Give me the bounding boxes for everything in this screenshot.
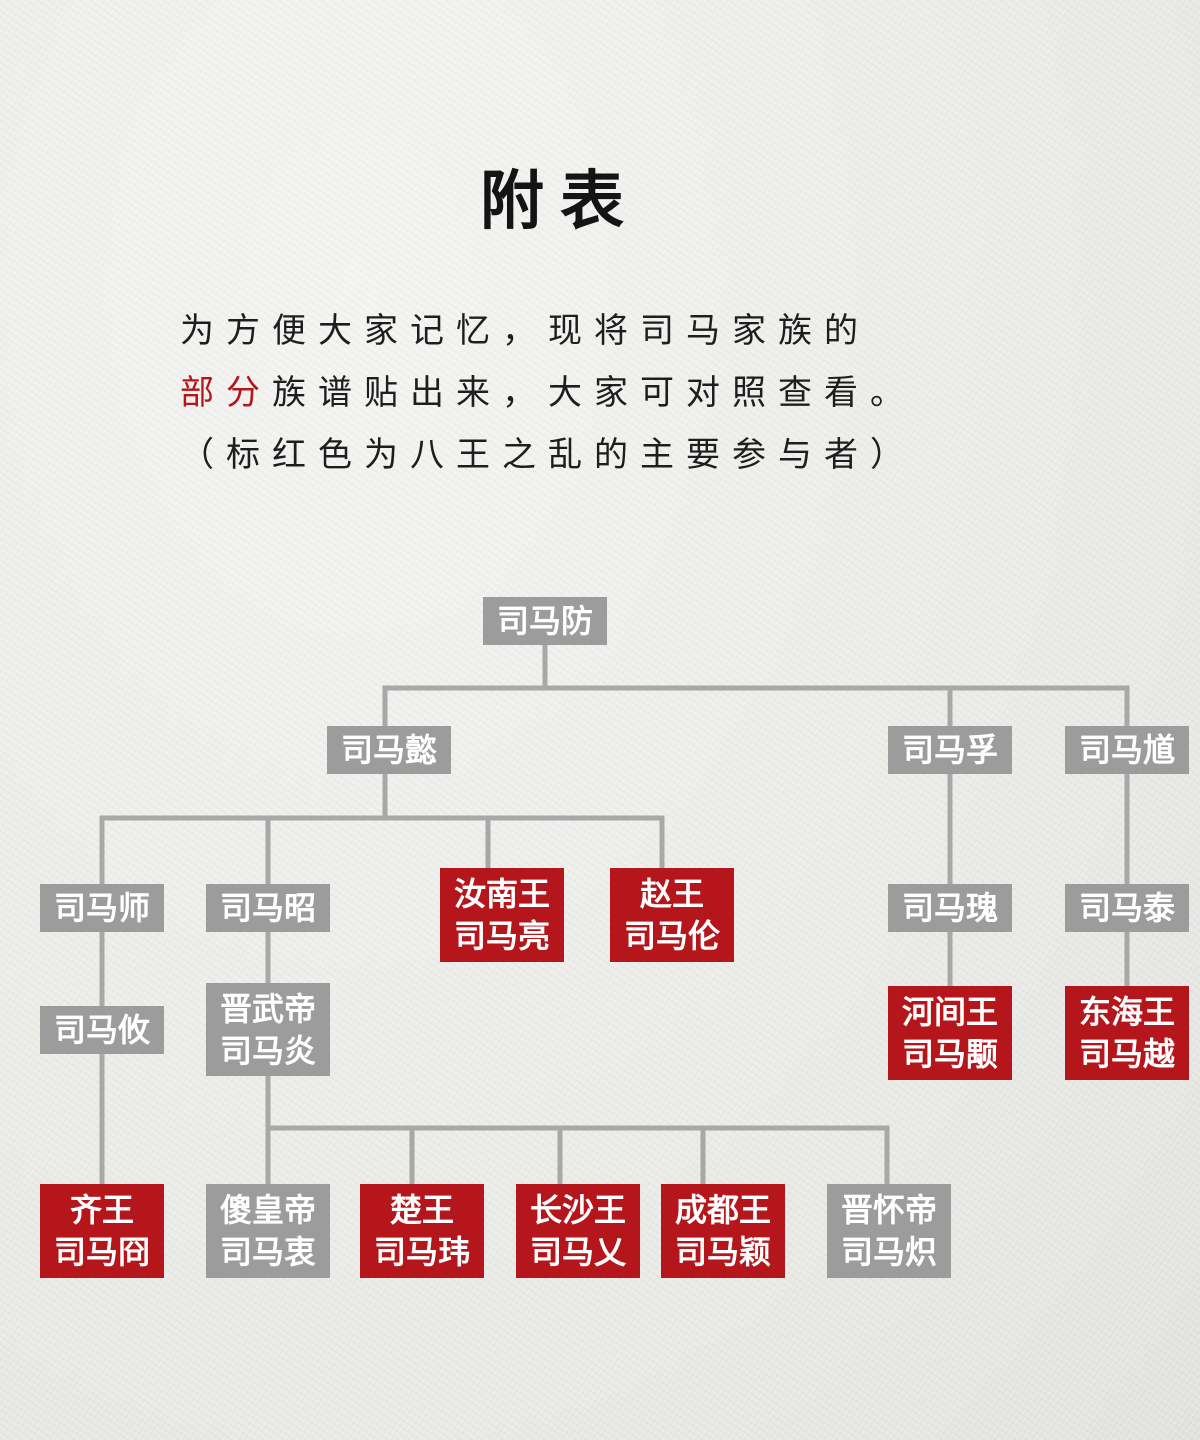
node-name: 司马颙	[901, 1035, 998, 1073]
node-sima-jiong: 齐王 司马冏	[40, 1184, 164, 1278]
intro-highlight-word: 部分	[180, 373, 272, 413]
node-title: 晋怀帝	[840, 1191, 937, 1229]
node-sima-kui: 司马馗	[1065, 726, 1189, 774]
node-title: 成都王	[674, 1191, 771, 1229]
node-sima-ying: 成都王 司马颖	[661, 1184, 785, 1278]
node-sima-chi: 晋怀帝 司马炽	[827, 1184, 951, 1278]
node-name: 司马孚	[901, 731, 998, 769]
node-name: 司马馗	[1078, 731, 1175, 769]
intro-line-1: 为方便大家记忆，现将司马家族的	[180, 311, 870, 351]
node-name: 司马冏	[53, 1233, 150, 1271]
node-title: 长沙王	[529, 1191, 626, 1229]
page-title: 附表	[480, 164, 640, 239]
node-title: 东海王	[1078, 993, 1175, 1031]
node-sima-wei: 楚王 司马玮	[360, 1184, 484, 1278]
intro-line-3: （标红色为八王之乱的主要参与者）	[180, 435, 916, 475]
node-sima-zhong: 傻皇帝 司马衷	[206, 1184, 330, 1278]
intro-line-2-rest: 族谱贴出来，大家可对照查看。	[272, 373, 916, 413]
intro-line-2: 部分族谱贴出来，大家可对照查看。	[180, 362, 1080, 424]
node-title: 晋武帝	[219, 989, 316, 1028]
node-name: 司马炽	[840, 1233, 937, 1271]
node-name: 司马泰	[1078, 889, 1175, 927]
node-name: 司马师	[53, 889, 150, 927]
node-title: 楚王	[389, 1191, 454, 1229]
node-name: 司马乂	[529, 1233, 626, 1271]
node-sima-lun: 赵王 司马伦	[610, 868, 734, 962]
node-sima-ai: 长沙王 司马乂	[516, 1184, 640, 1278]
node-title: 傻皇帝	[219, 1191, 316, 1229]
intro-text: 为方便大家记忆，现将司马家族的 部分族谱贴出来，大家可对照查看。 （标红色为八王…	[180, 300, 1080, 486]
node-sima-shi: 司马师	[40, 884, 164, 932]
node-sima-zhao: 司马昭	[206, 884, 330, 932]
node-name: 司马越	[1078, 1035, 1175, 1073]
node-sima-gui: 司马瑰	[888, 884, 1012, 932]
node-sima-fang: 司马防	[483, 597, 607, 645]
node-name: 司马玮	[373, 1233, 470, 1271]
node-name: 司马衷	[219, 1233, 316, 1271]
node-name: 司马防	[496, 602, 593, 640]
node-name: 司马颖	[674, 1233, 771, 1271]
node-title: 汝南王	[453, 875, 550, 913]
node-name: 司马炎	[219, 1031, 316, 1070]
node-sima-yi: 司马懿	[327, 726, 451, 774]
node-sima-fu: 司马孚	[888, 726, 1012, 774]
node-sima-you: 司马攸	[40, 1006, 164, 1054]
node-name: 司马昭	[219, 889, 316, 927]
node-name: 司马亮	[453, 917, 550, 955]
node-name: 司马瑰	[901, 889, 998, 927]
node-name: 司马攸	[53, 1011, 150, 1049]
node-name: 司马懿	[340, 731, 437, 769]
node-sima-liang: 汝南王 司马亮	[440, 868, 564, 962]
node-sima-yan: 晋武帝 司马炎	[206, 983, 330, 1076]
node-name: 司马伦	[623, 917, 720, 955]
node-sima-yong: 河间王 司马颙	[888, 986, 1012, 1080]
node-sima-tai: 司马泰	[1065, 884, 1189, 932]
node-sima-yue: 东海王 司马越	[1065, 986, 1189, 1080]
node-title: 齐王	[69, 1191, 134, 1229]
node-title: 赵王	[639, 875, 704, 913]
node-title: 河间王	[901, 993, 998, 1031]
